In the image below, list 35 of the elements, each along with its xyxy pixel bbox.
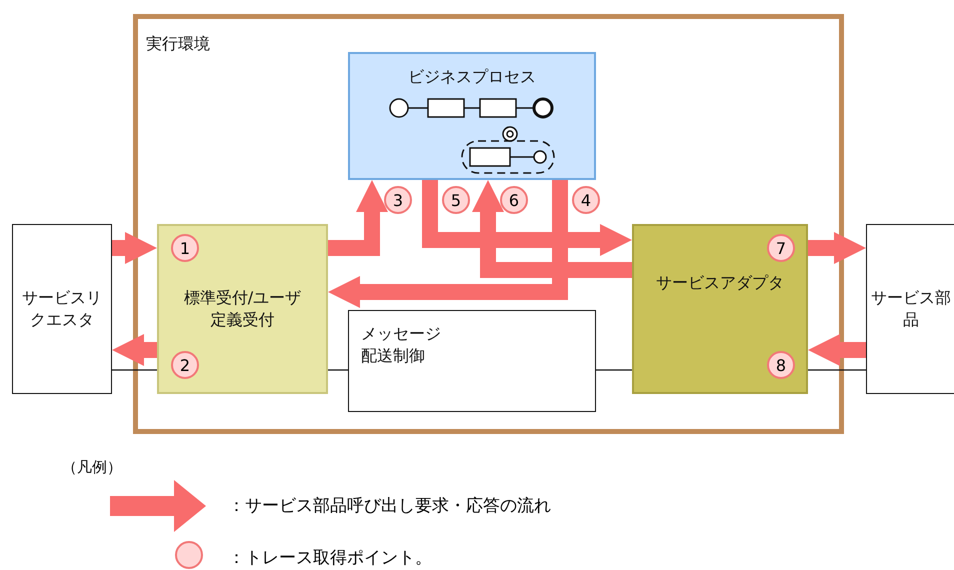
flow-arrow [808, 232, 866, 264]
frame-title: 実行環境 [146, 33, 210, 55]
trace-point-circle: 2 [171, 351, 199, 379]
trace-point-circle: 6 [500, 186, 528, 214]
component-box [632, 224, 808, 394]
trace-point-circle: 7 [767, 234, 795, 262]
node-label: 標準受付/ユーザ定義受付 [182, 287, 302, 331]
process-title: ビジネスプロセス [407, 66, 537, 88]
trace-point-circle: 8 [767, 351, 795, 379]
connector-line [112, 369, 157, 371]
node-label: サービス部品 [871, 287, 951, 331]
component-box [866, 224, 954, 394]
flow-arrow [112, 334, 157, 366]
node-label: サービスリクエスタ [21, 287, 103, 331]
environment-frame [133, 14, 844, 434]
legend-heading: （凡例） [62, 458, 122, 477]
trace-point-circle: 4 [572, 186, 600, 214]
trace-point-circle: 1 [171, 234, 199, 262]
component-box [157, 224, 328, 394]
connector-line [328, 369, 348, 371]
flow-arrow [328, 180, 568, 308]
node-label: サービスアダプタ [655, 272, 785, 294]
flow-arrow [808, 334, 866, 366]
component-box [348, 310, 596, 412]
flow-arrow [112, 232, 157, 264]
component-box [12, 224, 112, 394]
connector-line [596, 369, 632, 371]
node-label: メッセージ配送制御 [361, 323, 442, 367]
trace-point-circle: 5 [442, 186, 470, 214]
trace-point-circle: 3 [384, 186, 412, 214]
connector-line [808, 369, 866, 371]
legend-text: ：トレース取得ポイント。 [228, 547, 432, 569]
process-box [348, 52, 596, 180]
legend-text: ：サービス部品呼び出し要求・応答の流れ [228, 495, 551, 517]
flow-arrow [328, 180, 388, 256]
